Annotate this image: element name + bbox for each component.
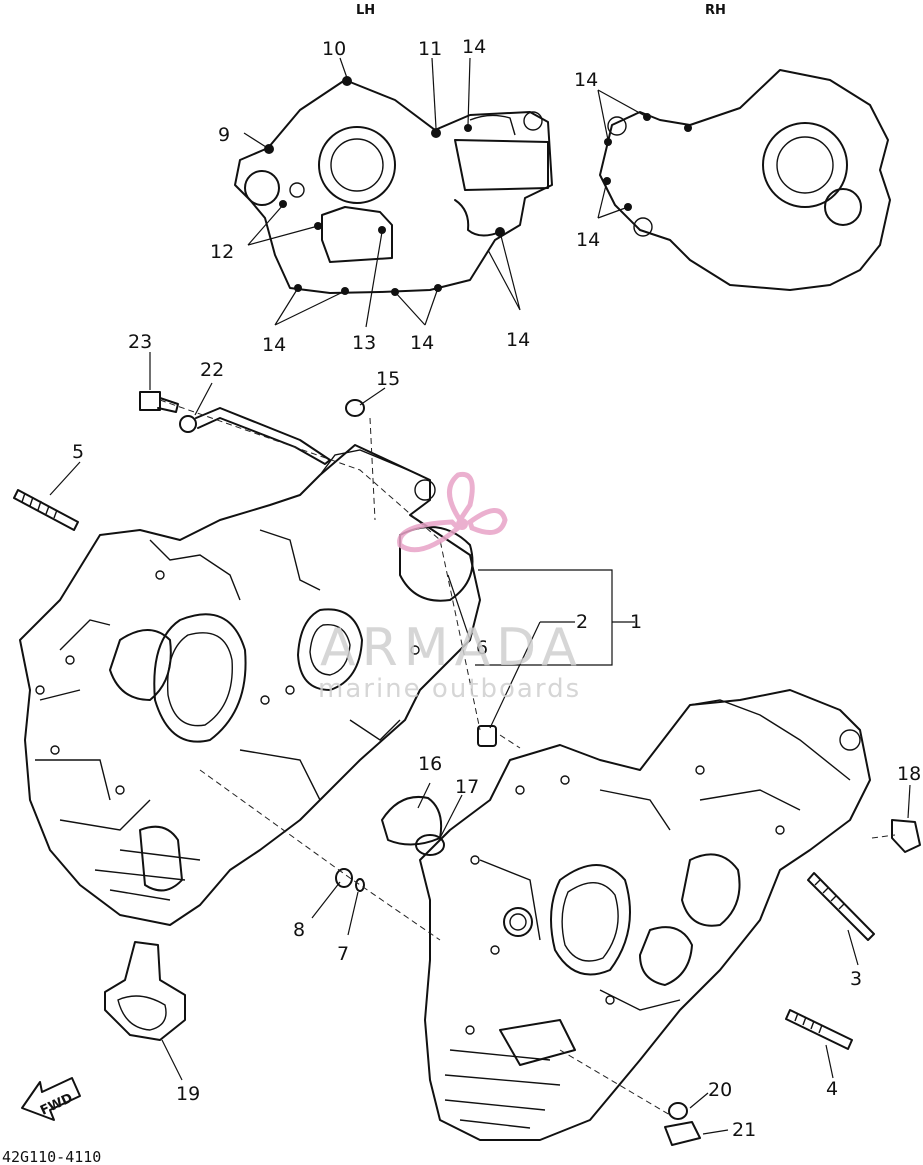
part-label-4: 4 [826,1078,838,1100]
bolt-23 [139,391,179,413]
dowel-pin-8 [335,868,353,888]
cover-19 [104,941,186,1041]
assembly-bracket-1 [475,569,613,666]
rh-gasket [599,69,891,291]
plate-21 [664,1121,701,1146]
left-crankcase-half [19,444,481,926]
fwd-arrow-icon: FWD [21,1077,81,1121]
part-label-14-f: 14 [576,229,600,251]
part-label-1: 1 [630,611,642,633]
part-label-16: 16 [418,753,442,775]
o-ring-7 [355,878,365,892]
drawing-code: 42G110-4110 [2,1148,101,1165]
part-label-19: 19 [176,1083,200,1105]
part-label-13: 13 [352,332,376,354]
stud-bolt-5 [13,489,79,531]
part-label-11: 11 [418,38,442,60]
washer-20 [668,1102,688,1120]
watermark-subtitle: marine outboards [318,674,581,704]
part-label-14-a: 14 [462,36,486,58]
part-label-6: 6 [476,637,488,659]
part-label-9: 9 [218,124,230,146]
part-label-15: 15 [376,368,400,390]
part-label-3: 3 [850,968,862,990]
part-label-20: 20 [708,1079,732,1101]
part-label-7: 7 [337,943,349,965]
part-label-22: 22 [200,359,224,381]
part-label-14-b: 14 [262,334,286,356]
clip-18 [891,819,921,853]
lh-gasket [234,76,553,296]
stud-bolt-3 [807,872,875,941]
right-crankcase-half [419,689,871,1141]
rh-header: RH [705,3,726,18]
stud-bolt-4 [785,1009,853,1050]
part-label-10: 10 [322,38,346,60]
dowel-pin-6 [477,725,497,747]
part-label-14-c: 14 [410,332,434,354]
oil-pipe-22 [179,407,331,465]
part-label-14-e: 14 [574,69,598,91]
plug-16 [381,796,443,846]
part-label-23: 23 [128,331,152,353]
part-label-8: 8 [293,919,305,941]
leader-lines [49,57,911,1135]
part-label-2: 2 [576,611,588,633]
o-ring-17 [415,834,445,856]
fwd-label: FWD [38,1091,75,1119]
lh-header: LH [356,3,375,18]
part-label-14-d: 14 [506,329,530,351]
part-label-17: 17 [455,776,479,798]
part-label-21: 21 [732,1119,756,1141]
part-label-18: 18 [897,763,921,785]
watermark-title: ARMADA [320,618,583,678]
part-labels: 1 2 3 4 5 6 7 8 9 10 11 12 13 14 14 14 1… [72,36,921,1141]
part-label-12: 12 [210,241,234,263]
part-label-5: 5 [72,441,84,463]
watermark: ARMADA marine outboards [318,471,583,704]
watermark-propeller-logo-icon [397,471,508,553]
oil-seal-15 [345,399,365,417]
